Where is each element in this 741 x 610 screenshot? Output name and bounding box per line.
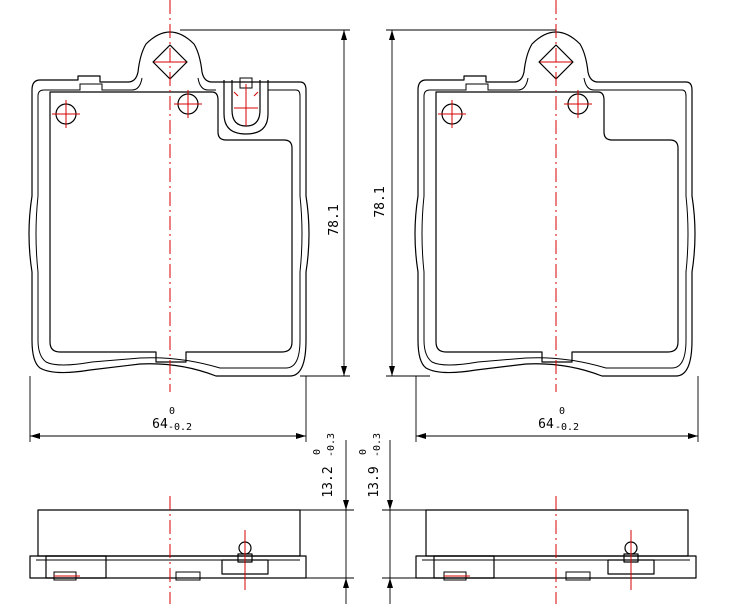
right-width-upper-tol: 0 (559, 406, 565, 417)
left-thickness-lower-tol: -0.3 (326, 433, 337, 457)
right-width-lower-tol: -0.2 (555, 422, 579, 433)
left-width-dimension: 0 64 -0.2 (29, 376, 307, 442)
right-thickness-dimension: 0 13.9 -0.3 (358, 433, 430, 604)
right-height-dimension: 78.1 (373, 29, 556, 377)
left-side-backing-plate (29, 555, 307, 579)
left-top-lug-diamond (152, 44, 188, 80)
left-height-dimension: 78.1 (180, 29, 350, 377)
right-top-lug-diamond (538, 44, 574, 80)
left-pad-front-view (28, 0, 310, 392)
left-thickness-dimension: 0 13.2 -0.3 (300, 433, 354, 604)
right-side-lug-left (433, 555, 495, 579)
right-thickness-upper-tol: 0 (358, 449, 369, 455)
left-width-lower-tol: -0.2 (168, 422, 192, 433)
left-width-upper-tol: 0 (169, 406, 175, 417)
right-side-friction-block (425, 509, 689, 557)
left-thickness-nominal: 13.2 (321, 466, 336, 497)
left-pad-side-view (29, 496, 307, 604)
left-height-label: 78.1 (327, 204, 342, 235)
right-width-nominal: 64 (538, 417, 554, 432)
right-height-label: 78.1 (373, 186, 388, 217)
right-pad-front-view (414, 0, 696, 392)
left-sensor-tick-b (253, 91, 259, 97)
right-pad-side-view (415, 496, 697, 604)
left-width-nominal: 64 (152, 417, 168, 432)
right-backing-plate-outline (414, 31, 696, 377)
left-backing-plate-inner-line (35, 77, 303, 369)
right-backing-plate-inner-line (421, 77, 689, 369)
left-thickness-upper-tol: 0 (312, 449, 323, 455)
right-friction-pad (435, 91, 679, 363)
right-width-dimension: 0 64 -0.2 (415, 376, 699, 442)
left-sensor-tick-a (233, 91, 239, 97)
left-backing-plate-outline (28, 31, 310, 377)
left-side-friction-block (37, 509, 301, 557)
right-thickness-nominal: 13.9 (367, 466, 382, 497)
left-friction-pad (49, 91, 293, 363)
right-thickness-lower-tol: -0.3 (372, 433, 383, 457)
